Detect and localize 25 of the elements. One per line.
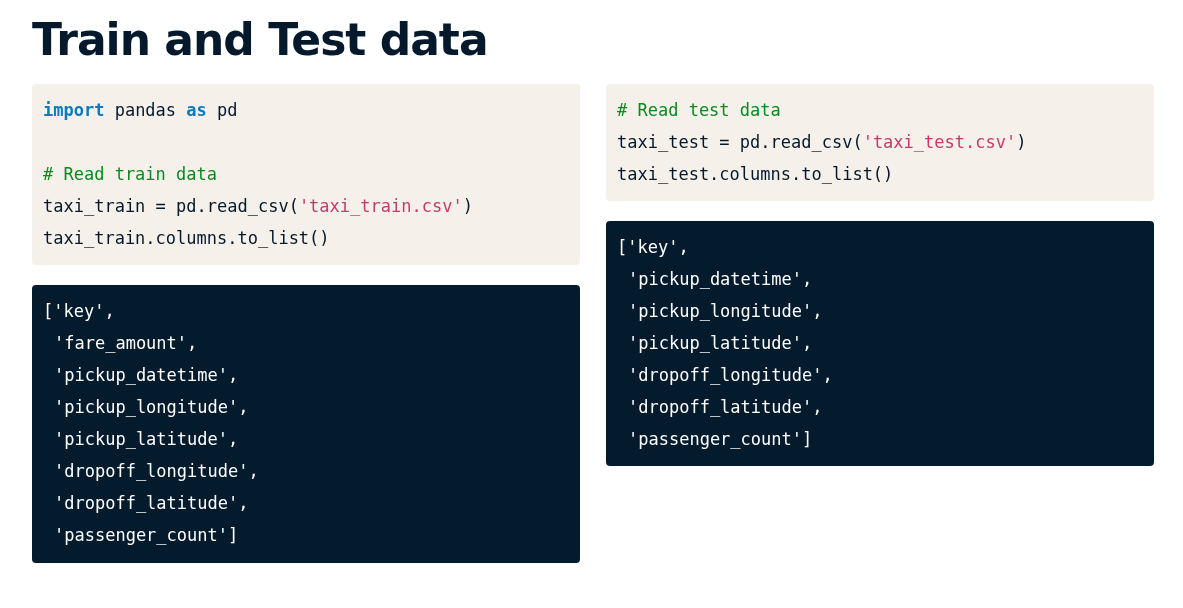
code-line: taxi_test.columns.to_list() xyxy=(617,163,894,186)
output-block xyxy=(606,221,1154,466)
output-line: 'passenger_count'] xyxy=(628,428,813,451)
output-line: 'pickup_datetime', xyxy=(628,268,813,291)
output-line: 'pickup_longitude', xyxy=(628,300,823,323)
code-line: taxi_train = pd.read_csv('taxi_train.csv') xyxy=(43,195,473,218)
output-line: 'pickup_longitude', xyxy=(54,396,249,419)
code-line: # Read test data xyxy=(617,99,781,122)
code-line: import pandas as pd xyxy=(43,99,238,122)
output-block xyxy=(32,285,580,563)
code-line: # Read train data xyxy=(43,163,217,186)
output-line: 'dropoff_latitude', xyxy=(628,396,823,419)
code-line: taxi_train.columns.to_list() xyxy=(43,227,330,250)
output-line: 'dropoff_longitude', xyxy=(628,364,833,387)
output-line: 'passenger_count'] xyxy=(54,524,239,547)
output-line: ['key', xyxy=(617,236,689,259)
output-line: 'dropoff_latitude', xyxy=(54,492,249,515)
output-line: ['key', xyxy=(43,300,115,323)
output-line: 'pickup_latitude', xyxy=(628,332,813,355)
output-line: 'dropoff_longitude', xyxy=(54,460,259,483)
slide-title: Train and Test data xyxy=(32,14,488,65)
output-line: 'pickup_datetime', xyxy=(54,364,239,387)
output-line: 'fare_amount', xyxy=(54,332,198,355)
output-line: 'pickup_latitude', xyxy=(54,428,239,451)
code-line: taxi_test = pd.read_csv('taxi_test.csv') xyxy=(617,131,1027,154)
